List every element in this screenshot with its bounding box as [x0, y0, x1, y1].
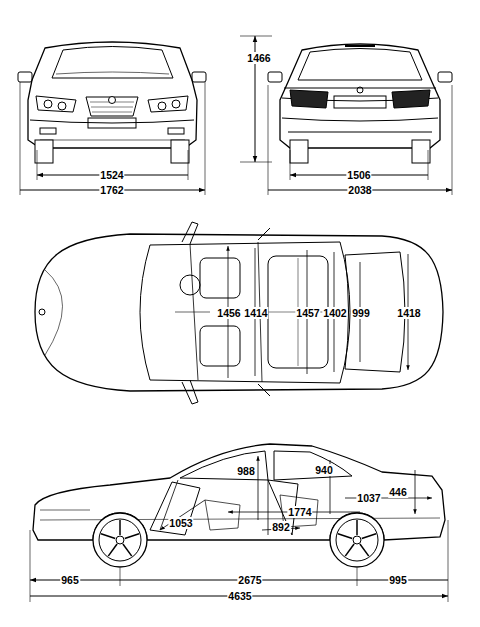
wheel-spoke	[356, 520, 358, 535]
wheel-spoke	[119, 520, 121, 535]
dimension-label: 1037	[356, 492, 381, 504]
wheel-spoke	[123, 544, 132, 556]
rear-view	[268, 44, 452, 195]
dimension-label: 1466	[246, 52, 271, 64]
dimension-label: 2038	[347, 184, 372, 196]
top-view	[35, 222, 443, 404]
dimension-label: 892	[271, 521, 291, 533]
dimension-label: 1053	[168, 517, 193, 529]
dimension-label: 1402	[322, 307, 347, 319]
dimension-label: 965	[60, 574, 80, 586]
dimension-label: 940	[314, 464, 334, 476]
dimension-label: 999	[351, 307, 371, 319]
wheel-spoke	[101, 534, 115, 539]
wheel-spoke	[345, 544, 354, 556]
dimension-label: 1457	[295, 307, 320, 319]
dimension-label: 4635	[227, 590, 252, 602]
dimension-label: 995	[388, 574, 408, 586]
dimension-label: 988	[236, 465, 256, 477]
dimension-label: 1762	[99, 184, 124, 196]
dimension-label: 446	[388, 486, 408, 498]
dimension-label: 1774	[287, 506, 312, 518]
dimension-label: 1456	[216, 307, 241, 319]
wheel-spoke	[108, 544, 117, 556]
dimension-label: 1418	[396, 307, 421, 319]
dimension-label: 1414	[243, 307, 268, 319]
wheel-spoke	[362, 534, 376, 539]
wheel-spoke	[125, 534, 139, 539]
wheel-spoke	[338, 534, 352, 539]
dimension-label: 1524	[99, 169, 124, 181]
wheel-spoke	[360, 544, 369, 556]
dimension-label: 1506	[346, 169, 371, 181]
dimension-label: 2675	[237, 574, 262, 586]
front-view	[18, 42, 206, 195]
side-view	[33, 444, 445, 567]
